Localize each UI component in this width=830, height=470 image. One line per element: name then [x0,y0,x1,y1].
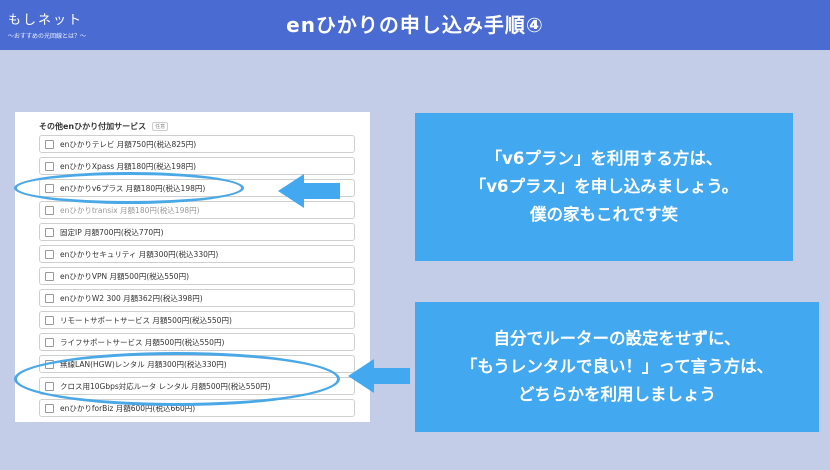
logo-main-text: もしネット [8,13,84,28]
option-label: リモートサポートサービス 月額500円(税込550円) [60,316,232,325]
checkbox-icon[interactable] [45,228,54,237]
option-label: enひかりテレビ 月額750円(税込825円) [60,140,197,149]
option-security[interactable]: enひかりセキュリティ 月額300円(税込330円) [39,245,355,263]
option-label: ライフサポートサービス 月額500円(税込550円) [60,338,225,347]
option-label: enひかりセキュリティ 月額300円(税込330円) [60,250,219,259]
option-vpn[interactable]: enひかりVPN 月額500円(税込550円) [39,267,355,285]
option-label: enひかりtransix 月額180円(税込198円) [60,206,200,215]
option-w2-300[interactable]: enひかりW2 300 月額362円(税込398円) [39,289,355,307]
checkbox-icon[interactable] [45,338,54,347]
left-arrow-icon [278,174,340,208]
option-fixed-ip[interactable]: 固定IP 月額700円(税込770円) [39,223,355,241]
options-screenshot: その他enひかり付加サービス任意 enひかりテレビ 月額750円(税込825円)… [15,112,370,422]
optional-badge: 任意 [152,122,169,131]
header-bar: もしネット 〜おすすめの光回線とは？〜 enひかりの申し込み手順④ [0,0,830,50]
option-transix[interactable]: enひかりtransix 月額180円(税込198円) [39,201,355,219]
left-arrow-icon [348,359,410,393]
logo-sub-text: 〜おすすめの光回線とは？〜 [8,33,87,40]
checkbox-icon[interactable] [45,272,54,281]
option-remote-support[interactable]: リモートサポートサービス 月額500円(税込550円) [39,311,355,329]
callout-line: どちらかを利用しましょう [518,385,716,404]
option-label: 固定IP 月額700円(税込770円) [60,228,164,237]
callout-rental: 自分でルーターの設定をせずに、 「もうレンタルで良い！」って言う方は、 どちらか… [415,302,819,432]
checkbox-icon[interactable] [45,206,54,215]
callout-line: 僕の家もこれです笑 [529,205,678,224]
callout-line: 「もうレンタルで良い！」って言う方は、 [460,357,774,376]
checkbox-icon[interactable] [45,294,54,303]
checkbox-icon[interactable] [45,250,54,259]
option-label: enひかりforBiz 月額600円(税込660円) [60,404,196,413]
highlight-ellipse-v6plus [14,172,244,204]
option-label: enひかりXpass 月額180円(税込198円) [60,162,197,171]
callout-line: 自分でルーターの設定をせずに、 [493,329,741,348]
option-en-tv[interactable]: enひかりテレビ 月額750円(税込825円) [39,135,355,153]
section-title: その他enひかり付加サービス任意 [39,121,169,132]
callout-line: 「v6プラス」を申し込みましょう。 [469,177,739,196]
site-logo[interactable]: もしネット 〜おすすめの光回線とは？〜 [8,9,86,40]
checkbox-icon[interactable] [45,140,54,149]
checkbox-icon[interactable] [45,404,54,413]
option-label: enひかりW2 300 月額362円(税込398円) [60,294,203,303]
checkbox-icon[interactable] [45,162,54,171]
section-title-text: その他enひかり付加サービス [39,122,147,131]
callout-line: 「v6プラン」を利用する方は、 [485,149,723,168]
option-label: enひかりVPN 月額500円(税込550円) [60,272,189,281]
checkbox-icon[interactable] [45,316,54,325]
option-life-support[interactable]: ライフサポートサービス 月額500円(税込550円) [39,333,355,351]
callout-v6plus: 「v6プラン」を利用する方は、 「v6プラス」を申し込みましょう。 僕の家もこれ… [415,113,793,261]
highlight-ellipse-rental [14,352,340,406]
page-title: enひかりの申し込み手順④ [286,13,544,37]
